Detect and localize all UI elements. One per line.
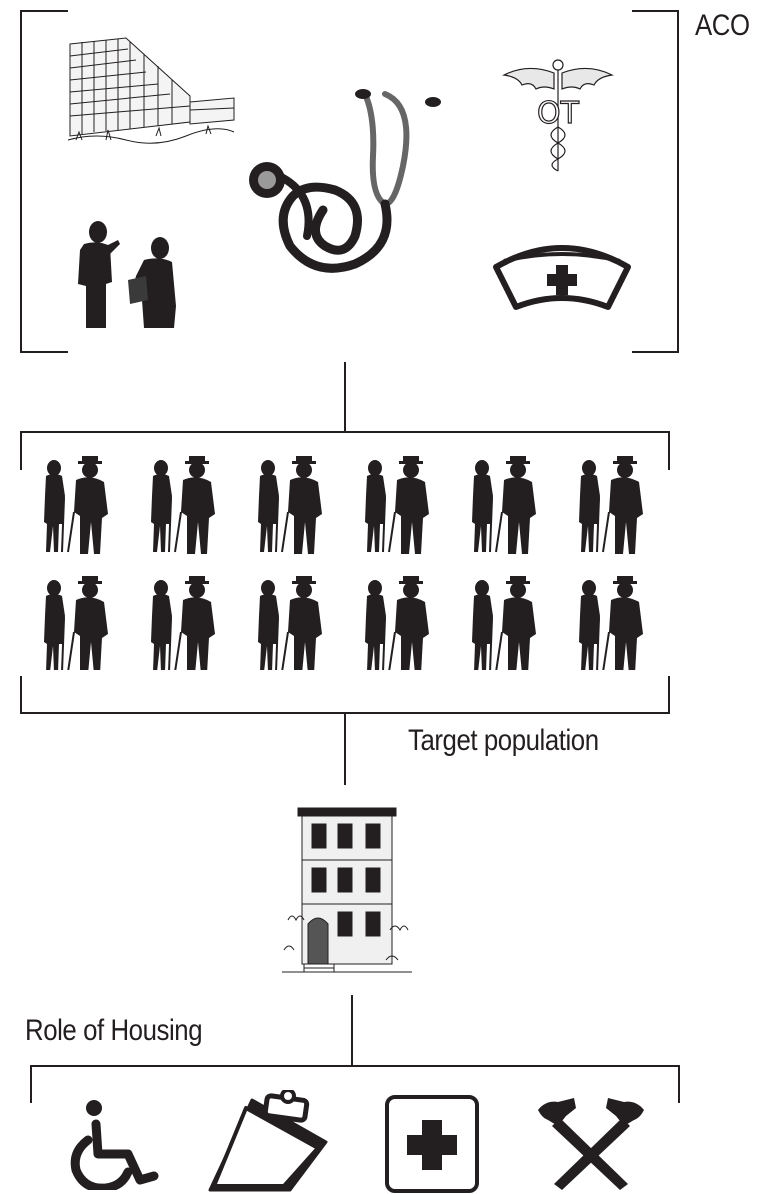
aco-bracket-top-right	[632, 10, 679, 353]
doctor-patient-silhouette-icon	[78, 221, 176, 328]
stethoscope-icon	[249, 89, 441, 273]
elderly-couple-icon	[257, 455, 323, 555]
elderly-couple-icon	[364, 575, 430, 670]
elderly-couple-icon	[43, 455, 109, 555]
clipboard-icon	[208, 1090, 328, 1192]
population-bracket-top	[20, 431, 670, 470]
hospital-building-icon	[67, 37, 235, 144]
elderly-couple-icon	[150, 575, 216, 670]
elderly-couple-icon	[257, 575, 323, 670]
target-population-label: Target population	[408, 724, 599, 757]
wheelchair-accessibility-icon	[70, 1100, 159, 1190]
role-of-housing-label: Role of Housing	[25, 1014, 203, 1047]
elderly-couple-icon	[471, 455, 537, 555]
elderly-couple-icon	[43, 575, 109, 670]
population-grid	[43, 455, 644, 670]
elderly-couple-icon	[471, 575, 537, 670]
aco-label: ACO	[695, 9, 750, 42]
elderly-couple-icon	[150, 455, 216, 555]
rowhouse-building-icon	[282, 807, 412, 973]
population-bracket-bottom	[20, 676, 670, 714]
elderly-couple-icon	[364, 455, 430, 555]
aco-bracket-top-left	[20, 10, 68, 353]
nurse-cap-icon	[493, 245, 631, 310]
caduceus-ot-icon: OT	[502, 59, 614, 172]
svg-text:OT: OT	[537, 96, 580, 131]
first-aid-kit-icon	[385, 1095, 479, 1193]
elderly-couple-icon	[578, 455, 644, 555]
roles-bracket-top	[30, 1065, 680, 1103]
crossed-hammers-icon	[538, 1098, 644, 1190]
elderly-couple-icon	[578, 575, 644, 670]
